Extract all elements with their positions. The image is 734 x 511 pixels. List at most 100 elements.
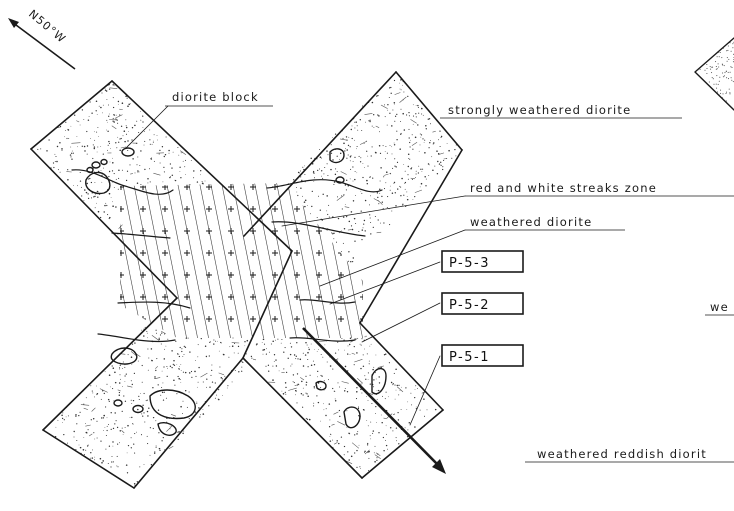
stipple-dot xyxy=(716,69,717,70)
stipple-dot xyxy=(361,338,362,339)
stipple-dot xyxy=(109,171,110,172)
stipple-dot xyxy=(143,412,144,413)
stipple-dot xyxy=(306,384,307,385)
stipple-dot xyxy=(352,229,354,231)
stipple-dot xyxy=(713,78,714,79)
stipple-dot xyxy=(97,197,98,198)
stipple-dot xyxy=(368,458,369,459)
stipple-dot xyxy=(144,464,145,465)
stipple-dot xyxy=(337,196,338,197)
stipple-dot xyxy=(377,114,378,115)
stipple-dot xyxy=(394,143,395,144)
stipple-dot xyxy=(368,120,369,121)
sample-traverse xyxy=(303,328,446,474)
stipple-dot xyxy=(423,115,424,116)
stipple-dot xyxy=(416,173,417,174)
stipple-dot xyxy=(401,109,402,110)
stipple-dot xyxy=(127,453,128,454)
stipple-dot xyxy=(132,384,133,385)
stipple-dot xyxy=(422,171,423,172)
stipple-dot xyxy=(142,415,143,416)
texture-dash xyxy=(354,359,362,362)
stipple-dot xyxy=(421,183,423,185)
stipple-dot xyxy=(428,119,429,120)
stipple-dot xyxy=(113,461,114,462)
stipple-dot xyxy=(53,167,54,168)
stipple-dot xyxy=(314,364,315,365)
stipple-dot xyxy=(341,338,342,339)
stipple-dot xyxy=(362,105,363,106)
stipple-dot xyxy=(726,77,727,78)
stipple-dot xyxy=(302,167,303,168)
stipple-dot xyxy=(711,72,712,73)
stipple-dot xyxy=(134,342,135,343)
texture-dash xyxy=(411,178,415,179)
stipple-dot xyxy=(295,394,296,395)
stipple-dot xyxy=(171,350,172,351)
stipple-dot xyxy=(269,352,270,353)
stipple-dot xyxy=(373,386,374,387)
stipple-dot xyxy=(390,190,391,191)
stipple-dot xyxy=(147,415,148,416)
stipple-dot xyxy=(345,148,346,149)
stipple-dot xyxy=(316,395,317,396)
stipple-dot xyxy=(390,186,391,187)
stipple-dot xyxy=(339,416,340,417)
stipple-dot xyxy=(218,389,219,390)
stipple-dot xyxy=(183,161,184,162)
stipple-dot xyxy=(107,417,108,418)
label-diorite-block: diorite block xyxy=(172,90,259,104)
stipple-dot xyxy=(222,378,223,379)
stipple-dot xyxy=(96,421,97,422)
texture-dash xyxy=(118,390,121,391)
stipple-dot xyxy=(205,181,206,182)
stipple-dot xyxy=(313,361,314,362)
stipple-dot xyxy=(346,180,347,181)
stipple-dot xyxy=(355,195,356,196)
stipple-dot xyxy=(709,82,710,83)
stipple-dot xyxy=(215,341,216,342)
stipple-dot xyxy=(276,365,277,366)
stipple-dot xyxy=(342,138,343,139)
stipple-dot xyxy=(170,426,171,427)
stipple-dot xyxy=(118,101,119,102)
label-weathered-cut: we xyxy=(710,300,729,314)
stipple-dot xyxy=(354,218,356,220)
stipple-dot xyxy=(76,440,77,441)
streak-line xyxy=(0,160,26,360)
stipple-dot xyxy=(420,137,421,138)
stipple-dot xyxy=(137,182,138,183)
stipple-dot xyxy=(210,375,211,376)
stipple-dot xyxy=(413,104,414,105)
stipple-dot xyxy=(216,395,217,396)
stipple-dot xyxy=(178,439,179,440)
stipple-dot xyxy=(126,127,128,129)
stipple-dot xyxy=(87,445,88,446)
stipple-dot xyxy=(370,217,371,218)
stipple-dot xyxy=(96,386,97,387)
stipple-dot xyxy=(421,108,423,110)
stipple-dot xyxy=(277,339,278,340)
stipple-dot xyxy=(297,358,298,359)
stipple-dot xyxy=(170,176,171,177)
texture-dash xyxy=(334,412,339,414)
stipple-dot xyxy=(372,146,373,147)
stipple-dot xyxy=(128,104,130,106)
stipple-dot xyxy=(285,347,286,348)
stipple-dot xyxy=(182,433,183,434)
texture-dash xyxy=(110,88,118,89)
stipple-dot xyxy=(272,340,274,342)
stipple-dot xyxy=(108,141,109,142)
stipple-dot xyxy=(163,167,164,168)
stipple-dot xyxy=(84,150,85,151)
stipple-dot xyxy=(206,387,207,388)
stipple-dot xyxy=(131,356,133,358)
stipple-dot xyxy=(367,353,368,354)
stipple-dot xyxy=(395,399,396,400)
stipple-dot xyxy=(348,154,349,155)
stipple-dot xyxy=(48,139,49,140)
stipple-dot xyxy=(399,186,400,187)
stipple-dot xyxy=(205,345,206,346)
stipple-dot xyxy=(407,96,408,97)
stipple-dot xyxy=(436,150,438,152)
